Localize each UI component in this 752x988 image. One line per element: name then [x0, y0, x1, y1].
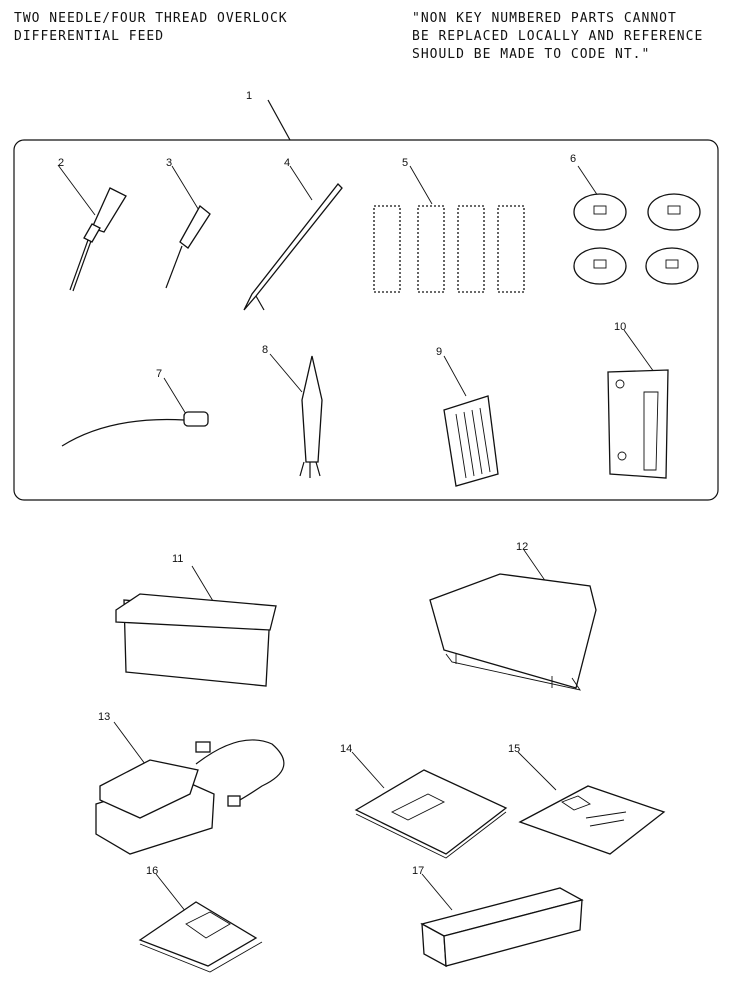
callout-9: 9: [436, 346, 442, 358]
folded-leaflet: 16: [138, 865, 263, 973]
callout-10: 10: [614, 321, 626, 333]
header-title-line-1: TWO NEEDLE/FOUR THREAD OVERLOCK: [14, 11, 288, 26]
accessory-box: 11: [115, 553, 277, 687]
callout-13: 13: [98, 711, 110, 723]
needle-plate: 10: [607, 321, 669, 479]
cleaning-brush: 8: [262, 344, 323, 478]
callout-17: 17: [412, 865, 424, 877]
callout-4: 4: [284, 157, 290, 169]
instruction-book: 14: [340, 743, 508, 859]
spool-caps: 6: [570, 153, 701, 285]
callout-12: 12: [516, 541, 528, 553]
header-note-line-2: BE REPLACED LOCALLY AND REFERENCE: [412, 29, 704, 44]
foot-controller: 13: [95, 711, 285, 855]
callout-7: 7: [156, 368, 162, 380]
trim-bin: 12: [429, 541, 597, 691]
callout-6: 6: [570, 153, 576, 165]
needle-packs: 5: [373, 157, 525, 293]
carton-box: 17: [412, 865, 584, 968]
callout-1: 1: [246, 90, 252, 102]
accessory-kit-frame: 1: [13, 90, 719, 501]
information-sheet: 15: [508, 743, 666, 855]
callout-14: 14: [340, 743, 352, 755]
callout-5: 5: [402, 157, 408, 169]
callout-3: 3: [166, 157, 172, 169]
callout-11: 11: [172, 553, 183, 565]
header-title-line-2: DIFFERENTIAL FEED: [14, 29, 165, 44]
callout-15: 15: [508, 743, 520, 755]
callout-16: 16: [146, 865, 158, 877]
large-screwdriver: 2: [57, 157, 127, 292]
callout-8: 8: [262, 344, 268, 356]
needle-case: 9: [436, 346, 499, 487]
header-note-line-1: "NON KEY NUMBERED PARTS CANNOT: [412, 11, 677, 26]
tweezers: 4: [243, 157, 343, 311]
callout-2: 2: [58, 157, 64, 169]
small-screwdriver: 3: [165, 157, 211, 289]
needle-threader: 7: [61, 368, 209, 447]
header-note-line-3: SHOULD BE MADE TO CODE NT.": [412, 47, 651, 62]
